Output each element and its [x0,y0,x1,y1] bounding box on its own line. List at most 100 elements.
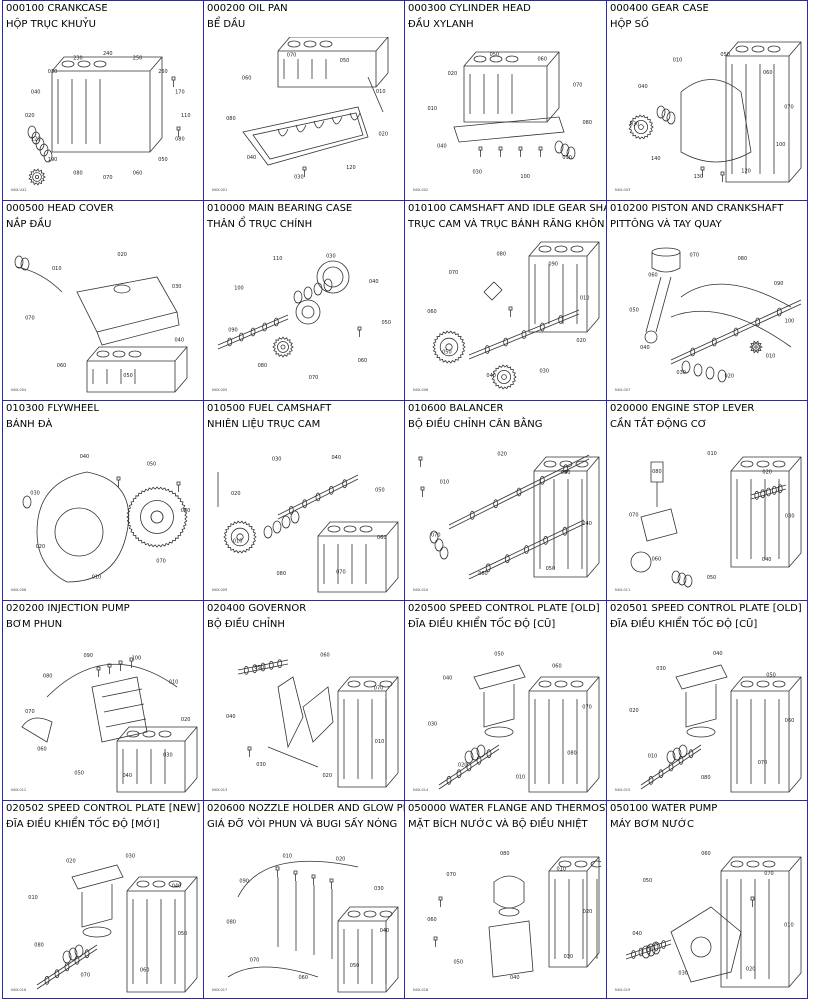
item-vietnamese-title[interactable]: BƠM PHUN [6,619,63,630]
catalog-item-010000[interactable]: 010000 MAIN BEARING CASE THÂN Ổ TRỤC CHÍN… [204,201,405,401]
item-code-title[interactable]: 010100 CAMSHAFT AND IDLE GEAR SHA [408,203,607,214]
item-vietnamese-title[interactable]: ĐẦU XYLANH [408,19,474,30]
item-code-title[interactable]: 010500 FUEL CAMSHAFT [207,403,332,414]
item-code-title[interactable]: 010000 MAIN BEARING CASE [207,203,353,214]
catalog-item-020000[interactable]: 020000 ENGINE STOP LEVER CẦN TẮT ĐỘNG CƠ 0… [607,401,808,601]
callout-number: 020 [25,113,35,119]
item-vietnamese-title[interactable]: ĐĨA ĐIỀU KHIỂN TỐC ĐỘ [CŨ] [610,619,758,630]
callout-number: 130 [694,174,704,180]
item-code-title[interactable]: 010600 BALANCER [408,403,504,414]
item-vietnamese-title[interactable]: PITTÔNG VÀ TAY QUAY [610,219,722,230]
callout-number: 020 [576,338,586,344]
callout-number: 040 [640,345,650,351]
callout-number: 020 [36,544,46,550]
item-vietnamese-title[interactable]: CẦN TẮT ĐỘNG CƠ [610,419,707,430]
callout-number: 020 [583,909,593,915]
item-code-title[interactable]: 020400 GOVERNOR [207,603,307,614]
item-vietnamese-title[interactable]: MẶT BÍCH NƯỚC VÀ BỘ ĐIỀU NHIỆT [408,819,588,830]
catalog-item-010500[interactable]: 010500 FUEL CAMSHAFT NHIÊN LIỆU TRỤC CAM 0… [204,401,405,601]
catalog-item-020501[interactable]: 020501 SPEED CONTROL PLATE [OLD] ĐĨA ĐIỀU… [607,601,808,801]
item-code-title[interactable]: 050000 WATER FLANGE AND THERMOST [408,803,607,814]
item-vietnamese-title[interactable]: NHIÊN LIỆU TRỤC CAM [207,419,321,430]
item-vietnamese-title[interactable]: HỘP SỐ [610,19,649,30]
item-code-title[interactable]: 000300 CYLINDER HEAD [408,3,531,14]
item-vietnamese-title[interactable]: NẮP ĐẦU [6,219,52,230]
item-vietnamese-title[interactable]: ĐĨA ĐIỀU KHIỂN TỐC ĐỘ [CŨ] [408,619,556,630]
callout-number: 010 [28,895,38,901]
item-vietnamese-title[interactable]: MÁY BƠM NƯỚC [610,819,694,830]
callout-number: 080 [497,251,507,257]
item-code-title[interactable]: 010200 PISTON AND CRANKSHAFT [610,203,784,214]
item-vietnamese-title[interactable]: HỘP TRỤC KHUỶU [6,19,96,30]
item-vietnamese-title[interactable]: TRỤC CAM VÀ TRỤC BÁNH RĂNG KHÔN [408,219,605,230]
catalog-item-020502[interactable]: 020502 SPEED CONTROL PLATE [NEW] ĐĨA ĐIỀU… [3,801,204,999]
callout-number: 050 [254,665,264,671]
callout-number: 010 [516,774,526,780]
callout-number: 040 [123,773,133,779]
callout-number: 070 [573,83,583,89]
item-code-title[interactable]: 020500 SPEED CONTROL PLATE [OLD] [408,603,600,614]
item-vietnamese-title[interactable]: THÂN Ổ TRỤC CHÍNH [207,219,313,230]
item-code-title[interactable]: 000500 HEAD COVER [6,203,114,214]
catalog-item-020500[interactable]: 020500 SPEED CONTROL PLATE [OLD] ĐĨA ĐIỀU… [405,601,607,801]
catalog-item-050000[interactable]: 050000 WATER FLANGE AND THERMOST MẶT BÍCH… [405,801,607,999]
item-code-title[interactable]: 020200 INJECTION PUMP [6,603,130,614]
item-code-title[interactable]: 050100 WATER PUMP [610,803,718,814]
item-code-title[interactable]: 000200 OIL PAN [207,3,288,14]
catalog-item-020600[interactable]: 020600 NOZZLE HOLDER AND GLOW PL GIÁ ĐỠ V… [204,801,405,999]
catalog-item-010600[interactable]: 010600 BALANCER BỘ ĐIỀU CHỈNH CÂN BẰNG 010… [405,401,607,601]
crankcase-icon[interactable]: 1100800500600700801901200200400302302402… [7,37,199,195]
catalog-item-010100[interactable]: 010100 CAMSHAFT AND IDLE GEAR SHA TRỤC CA… [405,201,607,401]
item-vietnamese-title[interactable]: GIÁ ĐỠ VÒI PHUN VÀ BUGI SẤY NÓNG [207,819,398,830]
callout-number: 030 [272,457,282,463]
item-code-title[interactable]: 020000 ENGINE STOP LEVER [610,403,755,414]
callout-number: 260 [158,69,168,75]
item-vietnamese-title[interactable]: BÁNH ĐÀ [6,419,53,430]
callout-number: 050 [707,575,717,581]
callout-number: 010 [707,451,717,457]
item-vietnamese-title[interactable]: BỂ DẦU [207,19,246,30]
item-code-title[interactable]: 020502 SPEED CONTROL PLATE [NEW] [6,803,201,814]
callout-number: 020 [497,451,507,457]
item-vietnamese-title[interactable]: ĐĨA ĐIỀU KHIỂN TỐC ĐỘ [MỚI] [6,819,160,830]
item-vietnamese-title[interactable]: BỘ ĐIỀU CHỈNH CÂN BẰNG [408,419,543,430]
item-code-title[interactable]: 020600 NOZZLE HOLDER AND GLOW PL [207,803,405,814]
item-code-title[interactable]: 020501 SPEED CONTROL PLATE [OLD] [610,603,802,614]
item-vietnamese-title[interactable]: BỘ ĐIỀU CHỈNH [207,619,285,630]
item-code-title[interactable]: 010300 FLYWHEEL [6,403,100,414]
item-code-title[interactable]: 000100 CRANKCASE [6,3,108,14]
callout-number: 040 [226,714,236,720]
callout-number: 040 [486,373,496,379]
catalog-item-010200[interactable]: 010200 PISTON AND CRANKSHAFT PITTÔNG VÀ T… [607,201,808,401]
callout-number: 060 [427,917,437,923]
item-code-title[interactable]: 000400 GEAR CASE [610,3,709,14]
